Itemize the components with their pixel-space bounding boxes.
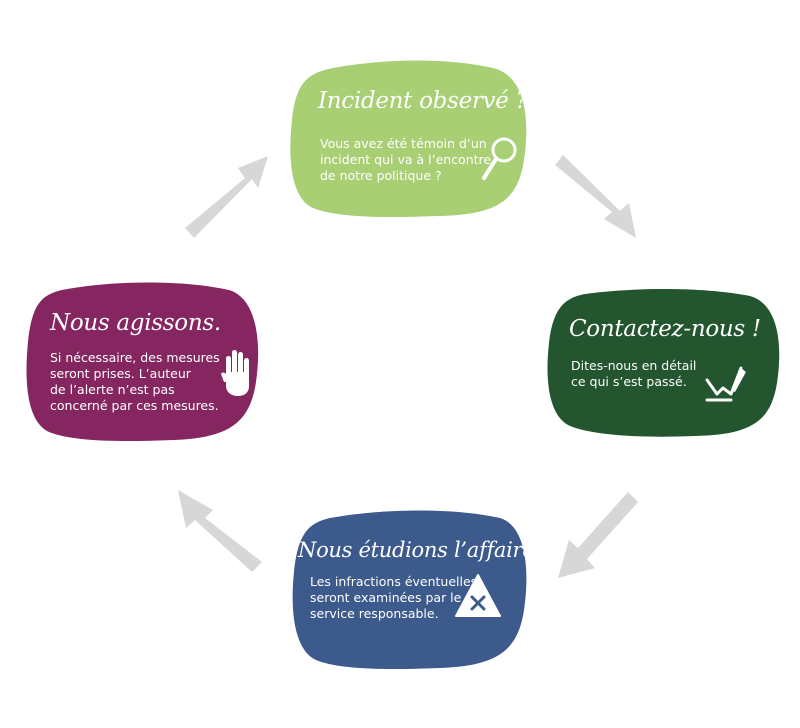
step-contact-us-text: Dites-nous en détail ce qui s’est passé.	[571, 358, 697, 389]
step-contact-us-title: Contactez-nous !	[569, 316, 761, 342]
arrow-contact-to-study	[558, 492, 638, 578]
warning-triangle-x-icon	[455, 574, 501, 617]
step-incident-observed-title: Incident observé ?	[318, 88, 528, 114]
step-we-review-text: Les infractions éventuelles seront exami…	[310, 574, 478, 621]
step-we-review-shape	[292, 510, 527, 670]
arrow-observe-to-contact	[555, 155, 636, 238]
step-we-act-title: Nous agissons.	[50, 310, 221, 336]
raised-hand-icon	[221, 350, 249, 396]
step-incident-observed-shape	[290, 60, 527, 218]
step-we-act: Nous agissons. Si nécessaire, des mesure…	[24, 282, 262, 442]
arrow-act-to-observe	[185, 156, 268, 238]
arrow-study-to-act	[178, 490, 262, 572]
step-incident-observed: Incident observé ? Vous avez été témoin …	[288, 60, 528, 218]
magnifier-icon	[482, 137, 517, 180]
step-incident-observed-text: Vous avez été témoin d’un incident qui v…	[320, 136, 492, 183]
step-contact-us: Contactez-nous ! Dites-nous en détail ce…	[545, 288, 783, 438]
step-we-review-title: Nous étudions l’affaire.	[298, 538, 541, 562]
pen-checkmark-icon	[705, 366, 746, 402]
step-we-act-shape	[26, 282, 259, 442]
step-we-review: Nous étudions l’affaire. Les infractions…	[290, 510, 541, 670]
step-we-act-text: Si nécessaire, des mesures seront prises…	[50, 350, 220, 413]
